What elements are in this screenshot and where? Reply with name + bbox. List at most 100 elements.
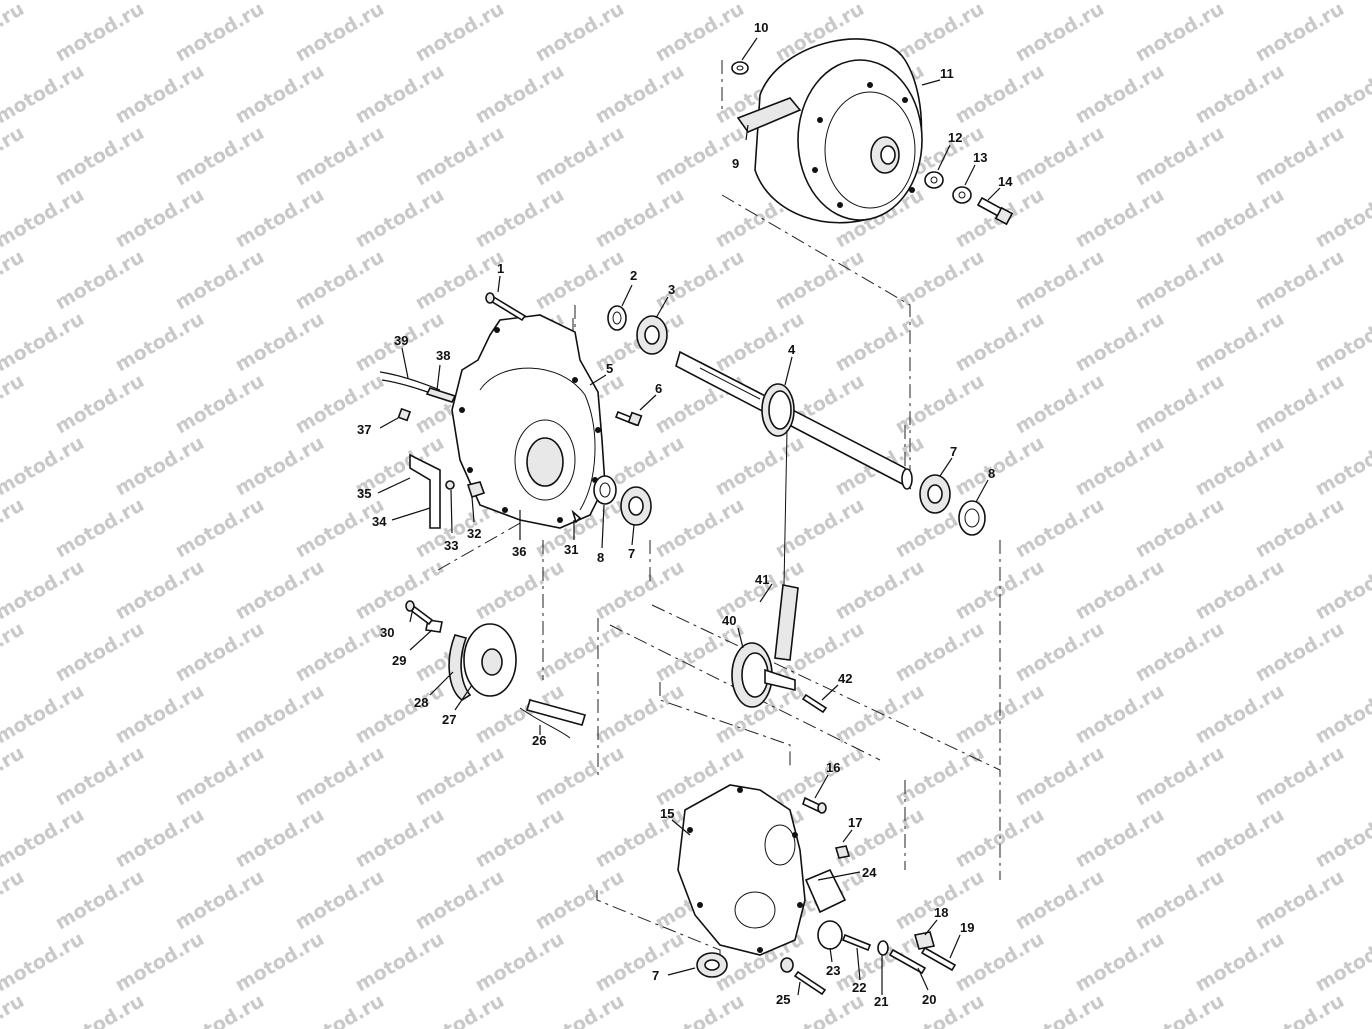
watermark-text: motod.ru — [1252, 990, 1348, 1029]
watermark-text: motod.ru — [112, 308, 208, 376]
callout-42: 42 — [838, 671, 852, 686]
callout-27: 27 — [442, 712, 456, 727]
watermark-text: motod.ru — [472, 184, 568, 252]
watermark-text: motod.ru — [1072, 184, 1168, 252]
callout-4: 4 — [788, 342, 796, 357]
callout-7-lower: 7 — [652, 968, 659, 983]
watermark-text: motod.ru — [232, 60, 328, 128]
part-14-bolt — [976, 196, 1014, 226]
callout-9: 9 — [732, 156, 739, 171]
watermark-text: motod.ru — [0, 804, 88, 872]
part-9-key — [736, 97, 802, 133]
watermark-text: motod.ru — [112, 680, 208, 748]
watermark-text: motod.ru — [892, 742, 988, 810]
watermark-text: motod.ru — [1012, 866, 1108, 934]
watermark-text: motod.ru — [52, 246, 148, 314]
watermark-text: motod.ru — [1312, 556, 1372, 624]
part-18-nut — [913, 931, 936, 950]
callout-24: 24 — [862, 865, 877, 880]
watermark-text: motod.ru — [352, 804, 448, 872]
callout-2: 2 — [630, 268, 637, 283]
watermark-text: motod.ru — [112, 60, 208, 128]
part-16-bolt — [802, 796, 827, 814]
watermark-text: motod.ru — [532, 246, 628, 314]
watermark-text: motod.ru — [112, 184, 208, 252]
watermark-text: motod.ru — [1252, 618, 1348, 686]
watermark-text: motod.ru — [892, 618, 988, 686]
part-26-master-link — [519, 699, 587, 739]
watermark-text: motod.ru — [1012, 370, 1108, 438]
watermark-text: motod.ru — [112, 928, 208, 996]
watermark-text: motod.ru — [292, 866, 388, 934]
watermark-text: motod.ru — [232, 184, 328, 252]
watermark-text: motod.ru — [592, 928, 688, 996]
callout-15: 15 — [660, 806, 674, 821]
watermark-text: motod.ru — [292, 742, 388, 810]
watermark-text: motod.ru — [532, 990, 628, 1029]
part-28-chain-section — [448, 634, 472, 701]
watermark-text: motod.ru — [52, 742, 148, 810]
part-37-nut — [397, 407, 412, 422]
watermark-text: motod.ru — [652, 990, 748, 1029]
watermark-text: motod.ru — [232, 928, 328, 996]
part-33-screw — [445, 480, 455, 490]
part-13-lock-washer — [952, 186, 972, 204]
watermark-text: motod.ru — [952, 308, 1048, 376]
watermark-text: motod.ru — [1012, 246, 1108, 314]
watermark-text: motod.ru — [652, 494, 748, 562]
part-7-bearing-right — [919, 474, 951, 514]
callout-10: 10 — [754, 20, 768, 35]
watermark-text: motod.ru — [472, 60, 568, 128]
part-42-bolt — [801, 693, 828, 714]
watermark-text: motod.ru — [232, 804, 328, 872]
callout-23: 23 — [826, 963, 840, 978]
watermark-text: motod.ru — [1072, 804, 1168, 872]
watermark-text: motod.ru — [232, 308, 328, 376]
watermark-text: motod.ru — [352, 556, 448, 624]
watermark-text: motod.ru — [412, 742, 508, 810]
watermark-text: motod.ru — [52, 866, 148, 934]
callout-31: 31 — [564, 542, 578, 557]
callout-40: 40 — [722, 613, 736, 628]
watermark-text: motod.ru — [1132, 370, 1228, 438]
watermark-text: motod.ru — [892, 0, 988, 66]
watermark-text: motod.ru — [292, 246, 388, 314]
watermark-text: motod.ru — [412, 866, 508, 934]
watermark-text: motod.ru — [292, 0, 388, 66]
watermark-text: motod.ru — [1132, 246, 1228, 314]
watermark-text: motod.ru — [172, 246, 268, 314]
watermark-text: motod.ru — [1132, 122, 1228, 190]
callout-17: 17 — [848, 815, 862, 830]
watermark-text: motod.ru — [472, 928, 568, 996]
watermark-text: motod.ru — [292, 370, 388, 438]
watermark-text: motod.ru — [0, 184, 88, 252]
watermark-text: motod.ru — [472, 556, 568, 624]
watermark-text: motod.ru — [0, 370, 28, 438]
part-17-nut — [834, 845, 851, 859]
watermark-text: motod.ru — [1192, 804, 1288, 872]
watermark-text: motod.ru — [1072, 556, 1168, 624]
part-20-bolt — [888, 948, 927, 975]
watermark-text: motod.ru — [1072, 60, 1168, 128]
watermark-text: motod.ru — [232, 556, 328, 624]
watermark-text: motod.ru — [52, 122, 148, 190]
watermark-text: motod.ru — [172, 370, 268, 438]
watermark-text: motod.ru — [1012, 122, 1108, 190]
part-19-bolt — [920, 946, 957, 972]
callout-labels: 10 11 9 12 13 14 1 2 3 4 5 6 7 8 39 38 3… — [357, 20, 1013, 1009]
watermark-text: motod.ru — [1312, 184, 1372, 252]
watermark-text: motod.ru — [1312, 432, 1372, 500]
watermark-text: motod.ru — [1252, 0, 1348, 66]
part-40-driven-sprocket — [731, 642, 796, 708]
part-8-seal-right — [958, 500, 986, 536]
watermark-text: motod.ru — [0, 432, 88, 500]
callout-30: 30 — [380, 625, 394, 640]
callout-16: 16 — [826, 760, 840, 775]
watermark-text: motod.ru — [1192, 308, 1288, 376]
part-3-bearing — [636, 315, 668, 355]
part-11-drive-pulley — [754, 38, 923, 224]
part-10-washer — [731, 61, 749, 75]
watermark-text: motod.ru — [1132, 618, 1228, 686]
watermark-text: motod.ru — [892, 990, 988, 1029]
watermark-text: motod.ru — [292, 990, 388, 1029]
